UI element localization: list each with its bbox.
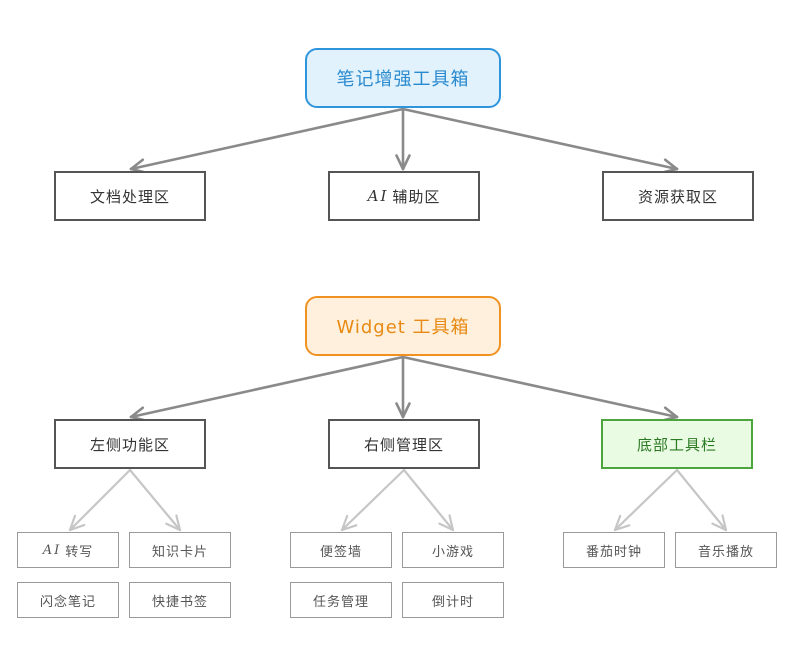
edge-left-to-knowledge-card [128, 468, 182, 532]
node-bottom-toolbar: 底部工具栏 [601, 419, 753, 469]
node-doc-processing: 文档处理区 [54, 171, 206, 221]
leaf-pomodoro: 番茄时钟 [563, 532, 665, 568]
root-node-notes-toolbox: 笔记增强工具箱 [305, 48, 501, 108]
leaf-flash-note: 闪念笔记 [17, 582, 119, 618]
edge-bottom-to-pomodoro [613, 468, 679, 532]
root-node-widget-toolbox: Widget 工具箱 [305, 296, 501, 356]
leaf-quick-bookmark: 快捷书签 [129, 582, 231, 618]
edge-left-to-ai-transcribe [68, 468, 132, 532]
edge-right-to-sticky-wall [340, 468, 406, 532]
edge-bottom-to-music [675, 468, 728, 532]
edge-widget-to-right [395, 355, 411, 419]
edge-notes-to-doc [129, 107, 405, 174]
edge-widget-to-left [129, 355, 405, 422]
leaf-music-player: 音乐播放 [675, 532, 777, 568]
edge-right-to-mini-game [402, 468, 455, 532]
edge-notes-to-ai [395, 107, 411, 171]
edge-notes-to-resource [401, 107, 679, 174]
node-right-panel: 右侧管理区 [328, 419, 480, 469]
leaf-sticky-wall: 便签墙 [290, 532, 392, 568]
leaf-knowledge-card: 知识卡片 [129, 532, 231, 568]
node-left-panel: 左侧功能区 [54, 419, 206, 469]
node-resource-acquire: 资源获取区 [602, 171, 754, 221]
edge-widget-to-bottom [401, 355, 679, 422]
leaf-task-manage: 任务管理 [290, 582, 392, 618]
leaf-countdown: 倒计时 [402, 582, 504, 618]
leaf-mini-game: 小游戏 [402, 532, 504, 568]
